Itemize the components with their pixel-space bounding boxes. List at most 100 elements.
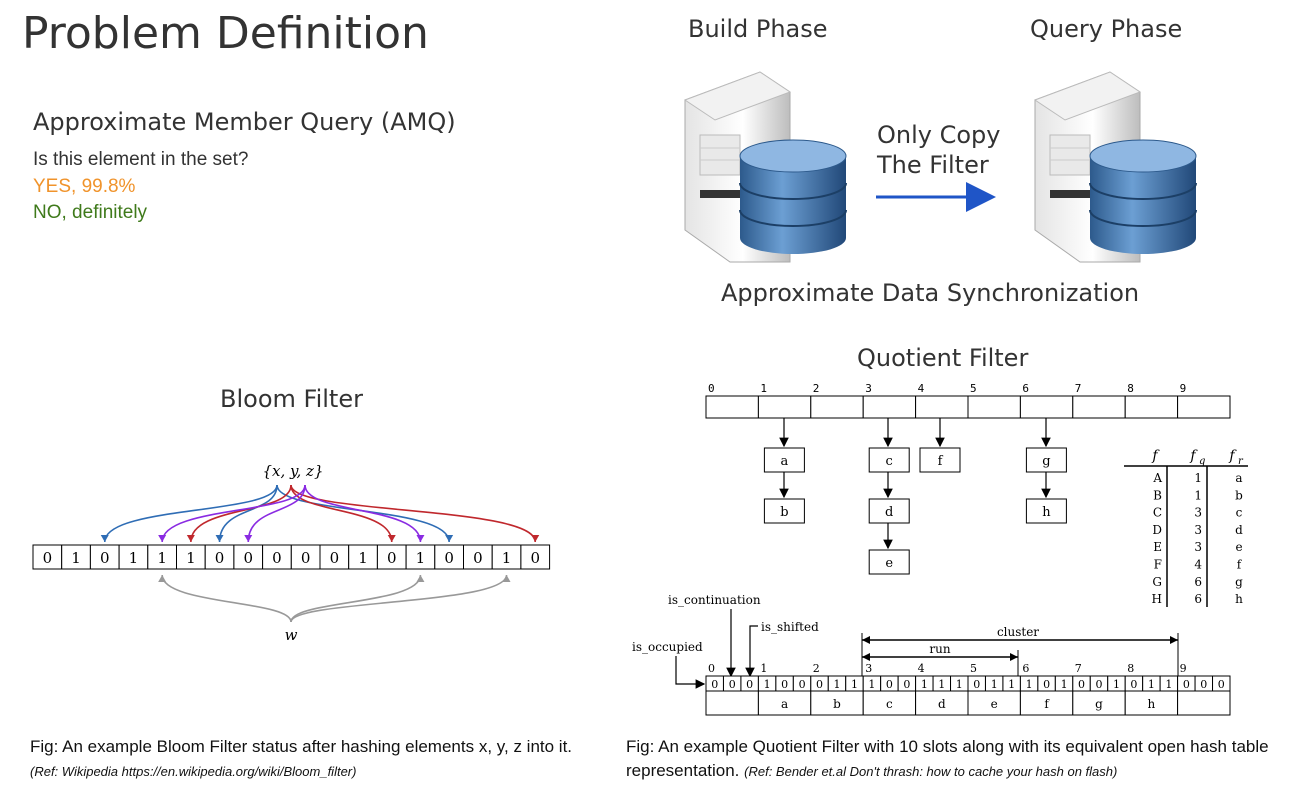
metadata-bit: 0 — [1183, 678, 1190, 691]
hash-arrow-1 — [218, 484, 278, 543]
amq-question: Is this element in the set? — [33, 149, 249, 170]
bloom-bit-value: 0 — [387, 549, 397, 567]
hash-arrowhead-5 — [531, 535, 540, 542]
table-cell-fr: d — [1235, 523, 1243, 537]
table-header-sub-2: r — [1238, 456, 1244, 467]
table-cell-fr: c — [1236, 506, 1243, 520]
table-cell-fq: 3 — [1194, 523, 1202, 537]
slot-index-bottom: 2 — [813, 662, 820, 675]
is-shifted-label: is_shifted — [761, 620, 819, 634]
bucket-node-h — [1025, 498, 1067, 524]
slot-index: 8 — [1127, 382, 1134, 395]
cluster-label: cluster — [997, 625, 1039, 639]
quotient-caption-ref: (Ref: Bender et.al Don't thrash: how to … — [744, 764, 1118, 779]
hash-arrow-3 — [190, 484, 292, 543]
remainder-value: d — [938, 697, 946, 711]
bloom-bit-value: 0 — [530, 549, 540, 567]
bloom-bit-value: 0 — [330, 549, 340, 567]
slot-cell — [757, 395, 812, 419]
bloom-bit-value: 1 — [416, 549, 426, 567]
bloom-bit-value: 1 — [129, 549, 139, 567]
metadata-bit: 0 — [973, 678, 980, 691]
bloom-bit-value: 0 — [473, 549, 483, 567]
slot-cell — [1124, 395, 1179, 419]
copy-line-2: The Filter — [877, 151, 989, 179]
bloom-caption-main: Fig: An example Bloom Filter status afte… — [30, 737, 573, 756]
bucket-node-label: a — [781, 454, 789, 469]
run-label: run — [929, 642, 950, 656]
table-cell-key: G — [1152, 575, 1162, 589]
slot-index: 3 — [865, 382, 872, 395]
remainder-value: a — [781, 697, 788, 711]
bloom-bit-value: 0 — [243, 549, 253, 567]
table-cell-fq: 3 — [1194, 540, 1202, 554]
table-cell-fr: b — [1235, 488, 1243, 502]
bucket-node-label: b — [780, 505, 788, 520]
bucket-node-e — [868, 549, 910, 575]
hash-arrowhead-6 — [158, 535, 167, 542]
remainder-value: h — [1148, 697, 1156, 711]
table-cell-key: D — [1152, 523, 1162, 537]
table-cell-fr: e — [1235, 540, 1242, 554]
bloom-caption: Fig: An example Bloom Filter status afte… — [30, 735, 590, 784]
table-cell-fq: 3 — [1194, 506, 1202, 520]
is-continuation-label: is_continuation — [668, 593, 761, 607]
metadata-bit: 0 — [1043, 678, 1050, 691]
bloom-bit-cell — [405, 544, 436, 570]
is-occupied-pointer — [675, 656, 706, 689]
is-occupied-label: is_occupied — [632, 640, 703, 654]
remainder-cell — [810, 690, 864, 716]
metadata-bit: 0 — [1200, 678, 1207, 691]
metadata-bit: 1 — [1165, 678, 1172, 691]
slot-cell — [862, 395, 917, 419]
query-arrow-2 — [290, 574, 508, 623]
bloom-bit-cell — [348, 544, 378, 570]
slot-cell — [705, 395, 759, 419]
query-arrowhead-1 — [416, 575, 425, 582]
metadata-bit: 1 — [1148, 678, 1155, 691]
table-cell-key: C — [1153, 506, 1162, 520]
bucket-node-label: c — [886, 454, 893, 469]
slot-index: 1 — [760, 382, 767, 395]
bloom-bit-value: 0 — [215, 549, 225, 567]
metadata-bit: 1 — [1026, 678, 1033, 691]
bloom-bit-cell — [176, 544, 206, 570]
bucket-node-label: e — [885, 556, 893, 571]
metadata-bit: 1 — [834, 678, 841, 691]
amq-heading: Approximate Member Query (AMQ) — [33, 108, 456, 136]
slot-index: 6 — [1022, 382, 1029, 395]
metadata-bit: 1 — [956, 678, 963, 691]
table-cell-fq: 6 — [1194, 575, 1202, 589]
bloom-bit-cell — [61, 544, 91, 570]
slot-index: 5 — [970, 382, 977, 395]
remainder-value: c — [886, 697, 893, 711]
metadata-bit: 0 — [1218, 678, 1225, 691]
query-arrow-0 — [161, 574, 292, 623]
bucket-node-label: g — [1042, 454, 1050, 469]
bloom-w-label: w — [285, 626, 298, 644]
bloom-bit-cell — [491, 544, 522, 570]
bloom-bit-cell — [147, 544, 178, 570]
remainder-value: e — [991, 697, 998, 711]
metadata-bit: 1 — [991, 678, 998, 691]
slot-index: 0 — [708, 382, 715, 395]
hash-arrowhead-8 — [416, 535, 425, 542]
metadata-bit: 0 — [729, 678, 736, 691]
amq-no-answer: NO, definitely — [33, 202, 148, 223]
bloom-bit-value: 1 — [157, 549, 167, 567]
slot-index-bottom: 8 — [1127, 662, 1134, 675]
remainder-cell — [967, 690, 1021, 716]
metadata-bit: 0 — [886, 678, 893, 691]
bloom-bit-cell — [233, 544, 264, 570]
remainder-cell — [1124, 690, 1179, 716]
amq-yes-answer: YES, 99.8% — [33, 176, 136, 197]
remainder-cell — [862, 690, 917, 716]
slot-index: 2 — [813, 382, 820, 395]
slot-index-bottom: 3 — [865, 662, 872, 675]
slot-index: 7 — [1075, 382, 1082, 395]
slot-index: 9 — [1180, 382, 1187, 395]
slot-index-bottom: 5 — [970, 662, 977, 675]
